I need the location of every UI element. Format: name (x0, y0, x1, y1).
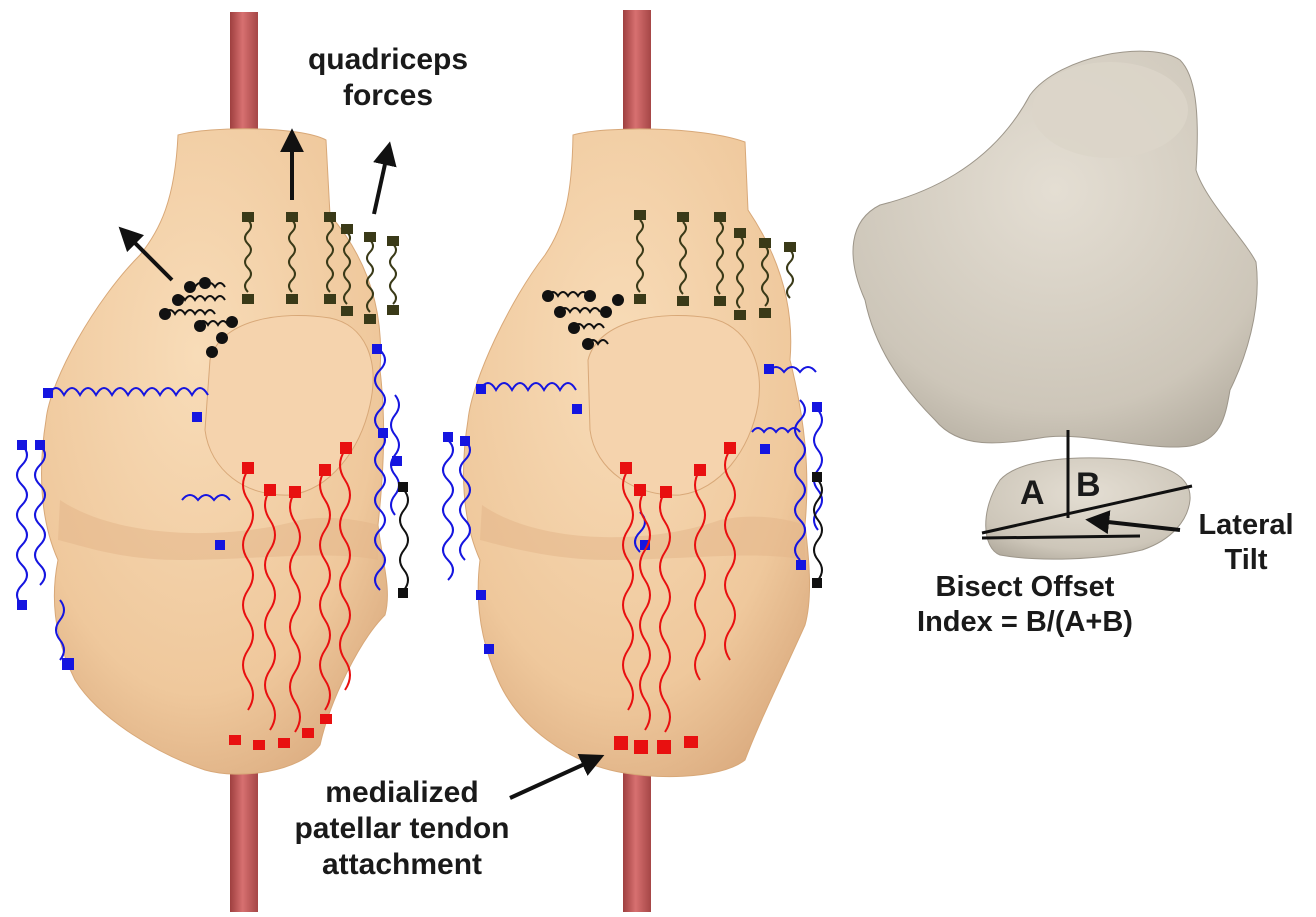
quadriceps-label-line1: quadriceps (288, 42, 488, 78)
quadriceps-label-line2: forces (288, 78, 488, 114)
middle-lateral-node-bottom (812, 578, 822, 588)
right-bone-model (853, 51, 1257, 559)
bisect-label-line2: Index = B/(A+B) (880, 605, 1170, 640)
middle-lateral-node-top (812, 472, 822, 482)
bisect-offset-label: Bisect Offset Index = B/(A+B) (880, 570, 1170, 640)
lateral-label-line1: Lateral (1176, 508, 1316, 543)
left-lateral-black-spring (400, 490, 408, 590)
medialized-label-line1: medialized (262, 775, 542, 811)
lateral-tilt-label: Lateral Tilt (1176, 508, 1316, 578)
segment-a-label: A (1020, 474, 1045, 513)
left-lateral-node-bottom (398, 588, 408, 598)
grey-femur-top-face (1032, 62, 1188, 158)
left-lateral-node-top (398, 482, 408, 492)
medialized-label-line2: patellar tendon (262, 811, 542, 847)
lateral-label-line2: Tilt (1176, 543, 1316, 578)
bisect-label-line1: Bisect Offset (880, 570, 1170, 605)
segment-b-label: B (1076, 466, 1101, 505)
medialized-label-line3: attachment (262, 847, 542, 883)
medialized-attachment-label: medialized patellar tendon attachment (262, 775, 542, 883)
quad-arrow-right (374, 146, 389, 214)
baseline-line (982, 536, 1140, 538)
quadriceps-forces-label: quadriceps forces (288, 42, 488, 114)
